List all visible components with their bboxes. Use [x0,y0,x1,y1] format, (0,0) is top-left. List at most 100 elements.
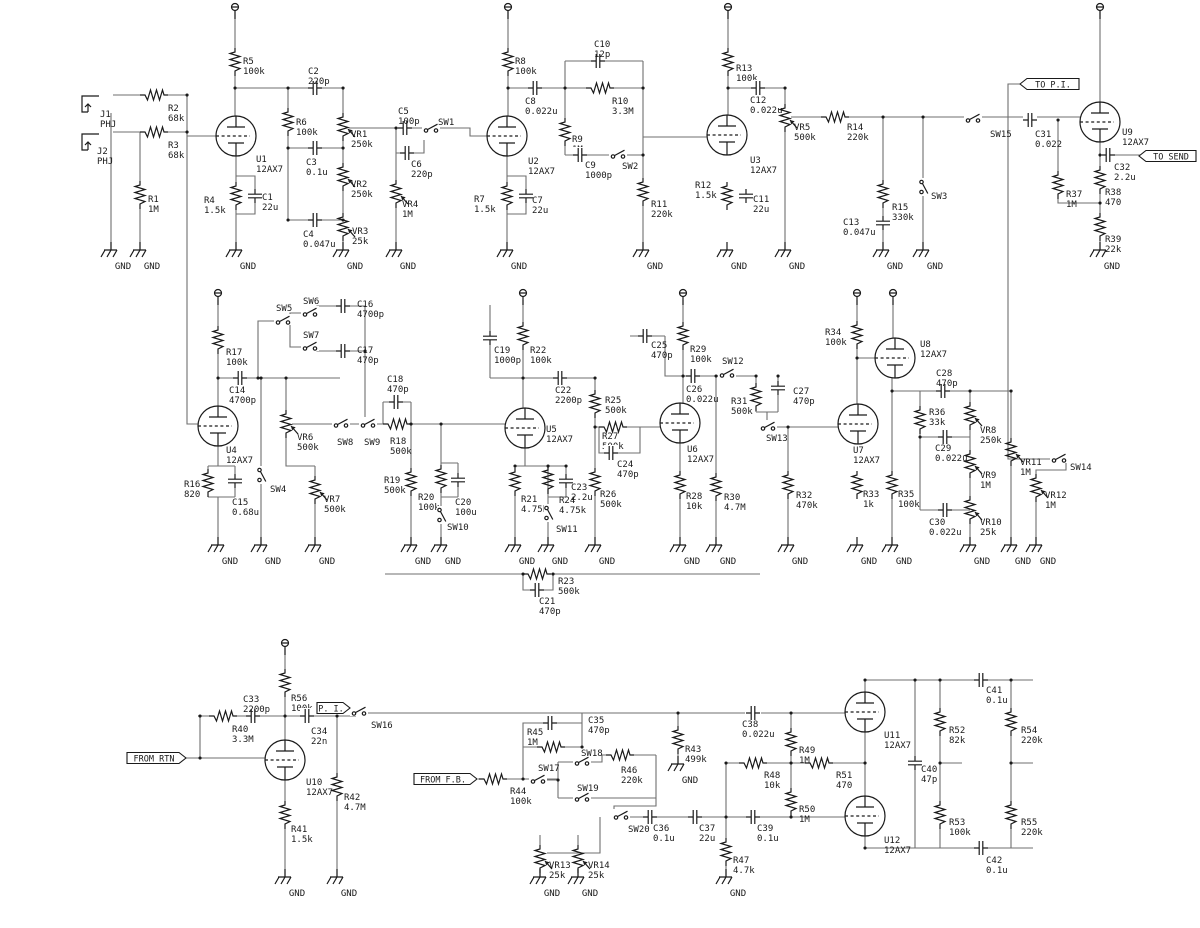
svg-text:FROM F.B.: FROM F.B. [420,776,466,786]
ground-label: GND [646,262,664,272]
ground-label: GND [264,557,282,567]
ground-label: GND [681,776,699,786]
ground-label: GND [683,557,701,567]
label-sw8: SW8 [337,438,354,448]
label-sw5: SW5 [276,304,293,314]
ground-label: GND [860,557,878,567]
ground-label: GND [551,557,569,567]
label-sw2: SW2 [622,162,639,172]
svg-text:TO P.I.: TO P.I. [1035,81,1071,91]
ground-label: GND [114,262,132,272]
label-sw4: SW4 [270,485,287,495]
label-sw10: SW10 [447,523,469,533]
ground-label: GND [444,557,462,567]
label-sw1: SW1 [438,118,455,128]
ground-label: GND [926,262,944,272]
ground-label: GND [518,557,536,567]
ground-label: GND [719,557,737,567]
label-sw3: SW3 [931,192,948,202]
ground-label: GND [581,889,599,899]
svg-text:TO SEND: TO SEND [1153,153,1189,163]
ground-label: GND [729,889,747,899]
ground-label: GND [143,262,161,272]
ground-label: GND [1039,557,1057,567]
label-sw16: SW16 [371,721,393,731]
ground-label: GND [973,557,991,567]
ground-label: GND [288,889,306,899]
ground-label: GND [791,557,809,567]
label-sw13: SW13 [766,434,788,444]
wires-row1 [110,10,1140,474]
label-sw17: SW17 [538,764,560,774]
label-sw19: SW19 [577,784,599,794]
label-sw9: SW9 [364,438,381,448]
ground-label: GND [340,889,358,899]
